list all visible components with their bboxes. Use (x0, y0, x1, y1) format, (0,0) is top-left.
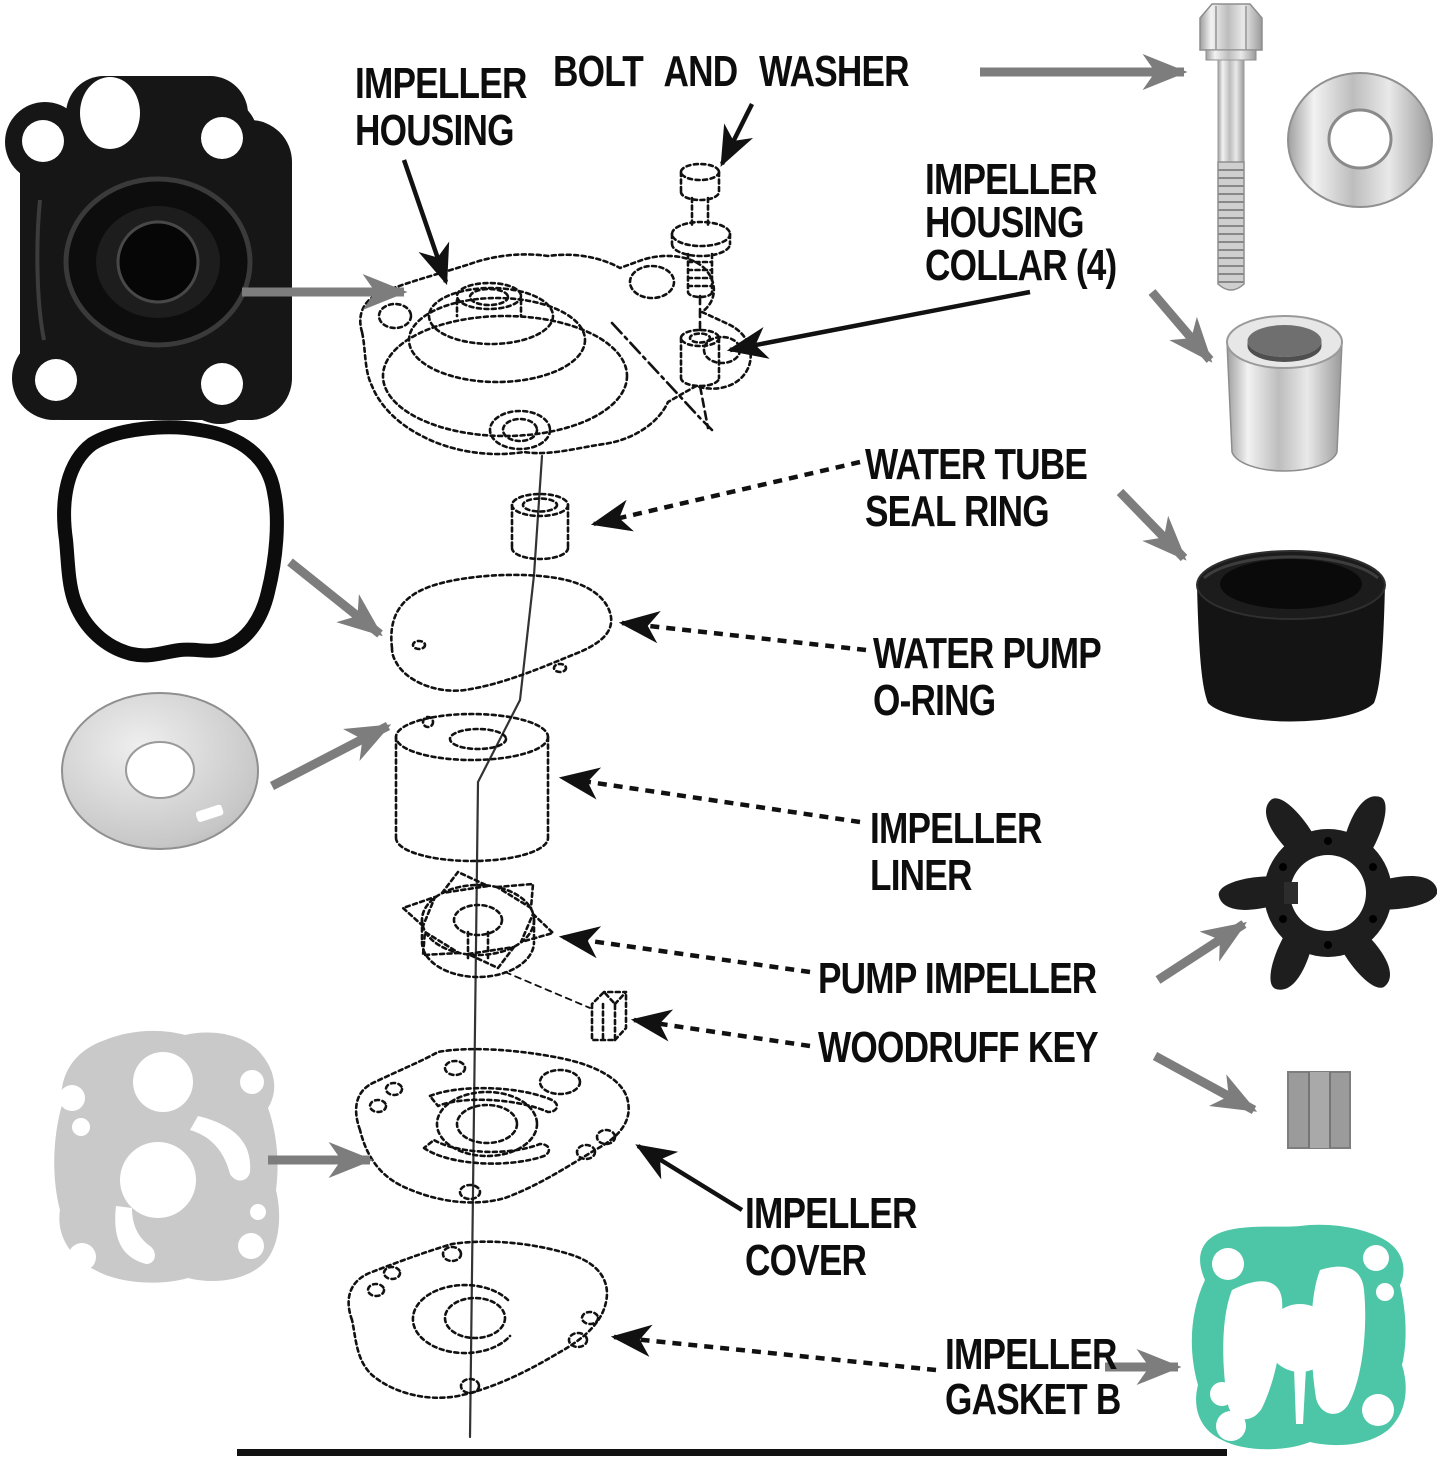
label-pump-impeller: PUMP IMPELLER (818, 954, 1097, 1003)
pump-impeller-drawing (401, 870, 555, 979)
gray-arrow-o-ring (287, 558, 383, 638)
gray-arrow-key (1152, 1052, 1258, 1114)
arrow-impeller-liner (558, 767, 861, 825)
arrow-impeller-gasket-b (610, 1324, 937, 1373)
impeller-cover-gasket-photo (54, 1030, 280, 1283)
water-pump-o-ring-photo (57, 420, 284, 663)
gray-arrow-impeller (1155, 920, 1248, 984)
gray-arrow-collar (1148, 289, 1214, 363)
arrow-bolt-and-washer (719, 102, 755, 167)
arrow-housing-collar (726, 289, 1031, 359)
water-tube-seal-ring-drawing (510, 492, 570, 561)
label-impeller-housing-collar: IMPELLER HOUSING COLLAR (4) (925, 155, 1117, 290)
shaft-centerline (468, 454, 544, 1439)
impeller-liner-drawing (394, 712, 550, 863)
exploded-line-drawing (347, 162, 752, 1439)
pump-impeller-photo (1218, 796, 1437, 990)
arrow-woodruff-key (630, 1009, 811, 1049)
impeller-housing-collar-photo (1226, 315, 1343, 472)
break-line (610, 321, 714, 432)
label-impeller-liner: IMPELLER LINER (870, 804, 1042, 900)
label-water-tube-seal-ring: WATER TUBE SEAL RING (865, 440, 1088, 536)
impeller-gasket-b-drawing (347, 1240, 609, 1400)
impeller-housing-photo (5, 76, 292, 424)
impeller-cover-drawing (354, 1047, 630, 1204)
label-impeller-housing: IMPELLER HOUSING (355, 59, 527, 155)
gray-arrow-liner (269, 722, 392, 790)
impeller-housing-drawing (359, 253, 752, 456)
arrow-pump-impeller (558, 926, 811, 975)
gray-arrows (242, 54, 1258, 1385)
gray-arrow-seal-ring (1116, 488, 1188, 562)
woodruff-key-photo (1287, 1071, 1351, 1149)
label-impeller-gasket-b: IMPELLER GASKET B (945, 1330, 1121, 1424)
label-bolt-and-washer: BOLT AND WASHER (553, 47, 910, 96)
woodruff-key-drawing (504, 971, 628, 1042)
water-pump-o-ring-drawing (390, 573, 613, 692)
water-tube-seal-ring-photo (1196, 550, 1386, 722)
label-woodruff-key: WOODRUFF KEY (818, 1023, 1099, 1072)
impeller-liner-plate-photo (61, 692, 259, 850)
arrow-water-tube-seal-ring (590, 459, 861, 532)
arrow-water-pump-o-ring (618, 610, 867, 653)
arrow-impeller-housing (401, 159, 450, 286)
black-arrows (401, 102, 1031, 1373)
bottom-rule (237, 1449, 1227, 1456)
washer-photo (1287, 72, 1433, 208)
arrow-impeller-cover (635, 1144, 744, 1212)
bolt-and-collar-drawing (610, 162, 732, 432)
label-water-pump-o-ring: WATER PUMP O-RING (873, 629, 1102, 725)
label-impeller-cover: IMPELLER COVER (745, 1189, 917, 1285)
bolt-photo (1199, 3, 1263, 291)
impeller-gasket-b-photo (1191, 1224, 1406, 1450)
